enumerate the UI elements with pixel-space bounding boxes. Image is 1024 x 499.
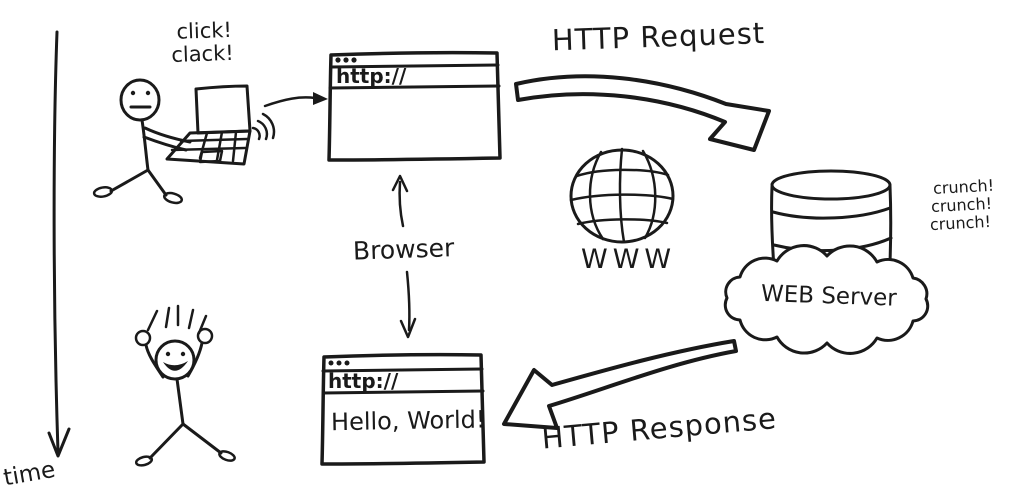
browser-top-titlebar-line bbox=[329, 63, 500, 69]
browser-top-address: http:// bbox=[336, 64, 407, 88]
user-foot-right bbox=[162, 191, 184, 205]
typing-sound-line2: clack! bbox=[171, 41, 234, 67]
excitement-lines-icon bbox=[146, 304, 208, 335]
browser-top-frame bbox=[327, 50, 502, 162]
server-cylinder-top bbox=[770, 169, 892, 201]
server-cloud-icon bbox=[723, 244, 930, 355]
globe-icon bbox=[569, 147, 675, 244]
time-axis-line bbox=[52, 30, 60, 454]
user-leg-left bbox=[109, 168, 150, 193]
browser-bottom-dot3-icon bbox=[344, 360, 350, 366]
browser-top-dot2-icon bbox=[343, 57, 349, 63]
browser-top-dot1-icon bbox=[335, 57, 341, 63]
browser-caption-up-arrowhead-icon bbox=[391, 174, 409, 193]
user-eye-left bbox=[130, 90, 136, 96]
browser-caption-down-arrow bbox=[405, 270, 411, 332]
user-head bbox=[119, 78, 161, 122]
laptop-key-col3 bbox=[231, 130, 238, 163]
wifi-waves-icon bbox=[251, 112, 276, 141]
browser-top-addressbar-line bbox=[328, 84, 501, 90]
happy-head bbox=[154, 339, 196, 381]
server-cylinder-left bbox=[770, 185, 776, 270]
laptop-screen bbox=[194, 84, 252, 135]
user-stick-figure bbox=[92, 78, 192, 205]
browser-top-dot3-icon bbox=[351, 57, 357, 63]
laptop-key-row1 bbox=[179, 137, 249, 143]
user-to-browser-arrow bbox=[263, 92, 328, 108]
web-server-label: WEB Server bbox=[761, 281, 898, 312]
server-band-1 bbox=[771, 206, 892, 220]
laptop-key-row2 bbox=[170, 146, 247, 152]
browser-bottom-titlebar-line bbox=[321, 367, 484, 373]
browser-bottom-frame bbox=[320, 352, 486, 466]
time-axis-arrowhead-icon bbox=[47, 427, 71, 458]
laptop-icon bbox=[165, 84, 252, 166]
happy-eye-right bbox=[180, 351, 186, 357]
www-label: WWW bbox=[581, 244, 676, 275]
http-request-arrow-icon bbox=[514, 74, 771, 152]
globe-parallel-bottom bbox=[576, 218, 669, 226]
typing-sound-line1: click! bbox=[176, 18, 232, 44]
globe-parallel-top bbox=[575, 168, 670, 178]
laptop-key-col2 bbox=[215, 130, 224, 162]
happy-fist-left bbox=[134, 329, 152, 347]
happy-body bbox=[175, 377, 185, 426]
user-foot-left bbox=[92, 186, 114, 198]
wifi-arc-1 bbox=[251, 126, 261, 141]
browser-bottom-dot1-icon bbox=[328, 360, 334, 366]
happy-leg-left bbox=[148, 422, 185, 460]
browser-caption-up-arrow bbox=[398, 180, 405, 228]
browser-window-top: http:// bbox=[327, 50, 502, 162]
browser-bottom-address: http:// bbox=[328, 369, 399, 393]
http-request-label: HTTP Request bbox=[551, 16, 765, 57]
web-server: WEB Server bbox=[723, 169, 930, 355]
hello-world-text: Hello, World! bbox=[331, 406, 486, 437]
typing-sound-label: click! clack! bbox=[171, 18, 234, 67]
happy-smile bbox=[163, 361, 188, 371]
browser-window-bottom: http:// Hello, World! bbox=[320, 352, 486, 466]
browser-bottom-addressbar-line bbox=[321, 389, 485, 395]
crunch-line1: crunch! bbox=[933, 176, 995, 198]
crunch-line3: crunch! bbox=[929, 212, 991, 234]
browser-bottom-dot2-icon bbox=[336, 360, 342, 366]
wifi-arc-2 bbox=[256, 119, 269, 141]
globe-parallel-mid bbox=[569, 193, 675, 202]
user-eye-right bbox=[145, 90, 151, 96]
happy-foot-left bbox=[134, 455, 154, 467]
time-label: time bbox=[2, 457, 58, 492]
happy-stick-figure bbox=[134, 304, 236, 467]
user-leg-right bbox=[146, 168, 168, 197]
happy-eye-left bbox=[165, 351, 171, 357]
crunch-line2: crunch! bbox=[931, 194, 993, 216]
time-axis: time bbox=[2, 30, 71, 492]
wifi-arc-3 bbox=[261, 112, 276, 140]
http-response-label: HTTP Response bbox=[540, 401, 778, 455]
user-body bbox=[140, 118, 150, 172]
server-cylinder-right bbox=[888, 184, 893, 264]
browser-caption-label: Browser bbox=[353, 233, 456, 266]
happy-foot-right bbox=[218, 450, 236, 462]
http-response-arrow-icon bbox=[502, 339, 738, 430]
browser-caption: Browser bbox=[353, 174, 456, 339]
crunch-sound-label: crunch! crunch! crunch! bbox=[929, 176, 995, 234]
laptop-touchpad bbox=[198, 149, 224, 164]
browser-caption-down-arrowhead-icon bbox=[399, 317, 417, 339]
user-to-browser-arrow-line bbox=[263, 96, 317, 108]
user-to-browser-arrowhead-icon bbox=[313, 92, 328, 105]
happy-fist-right bbox=[196, 327, 214, 345]
happy-leg-right bbox=[181, 422, 223, 455]
